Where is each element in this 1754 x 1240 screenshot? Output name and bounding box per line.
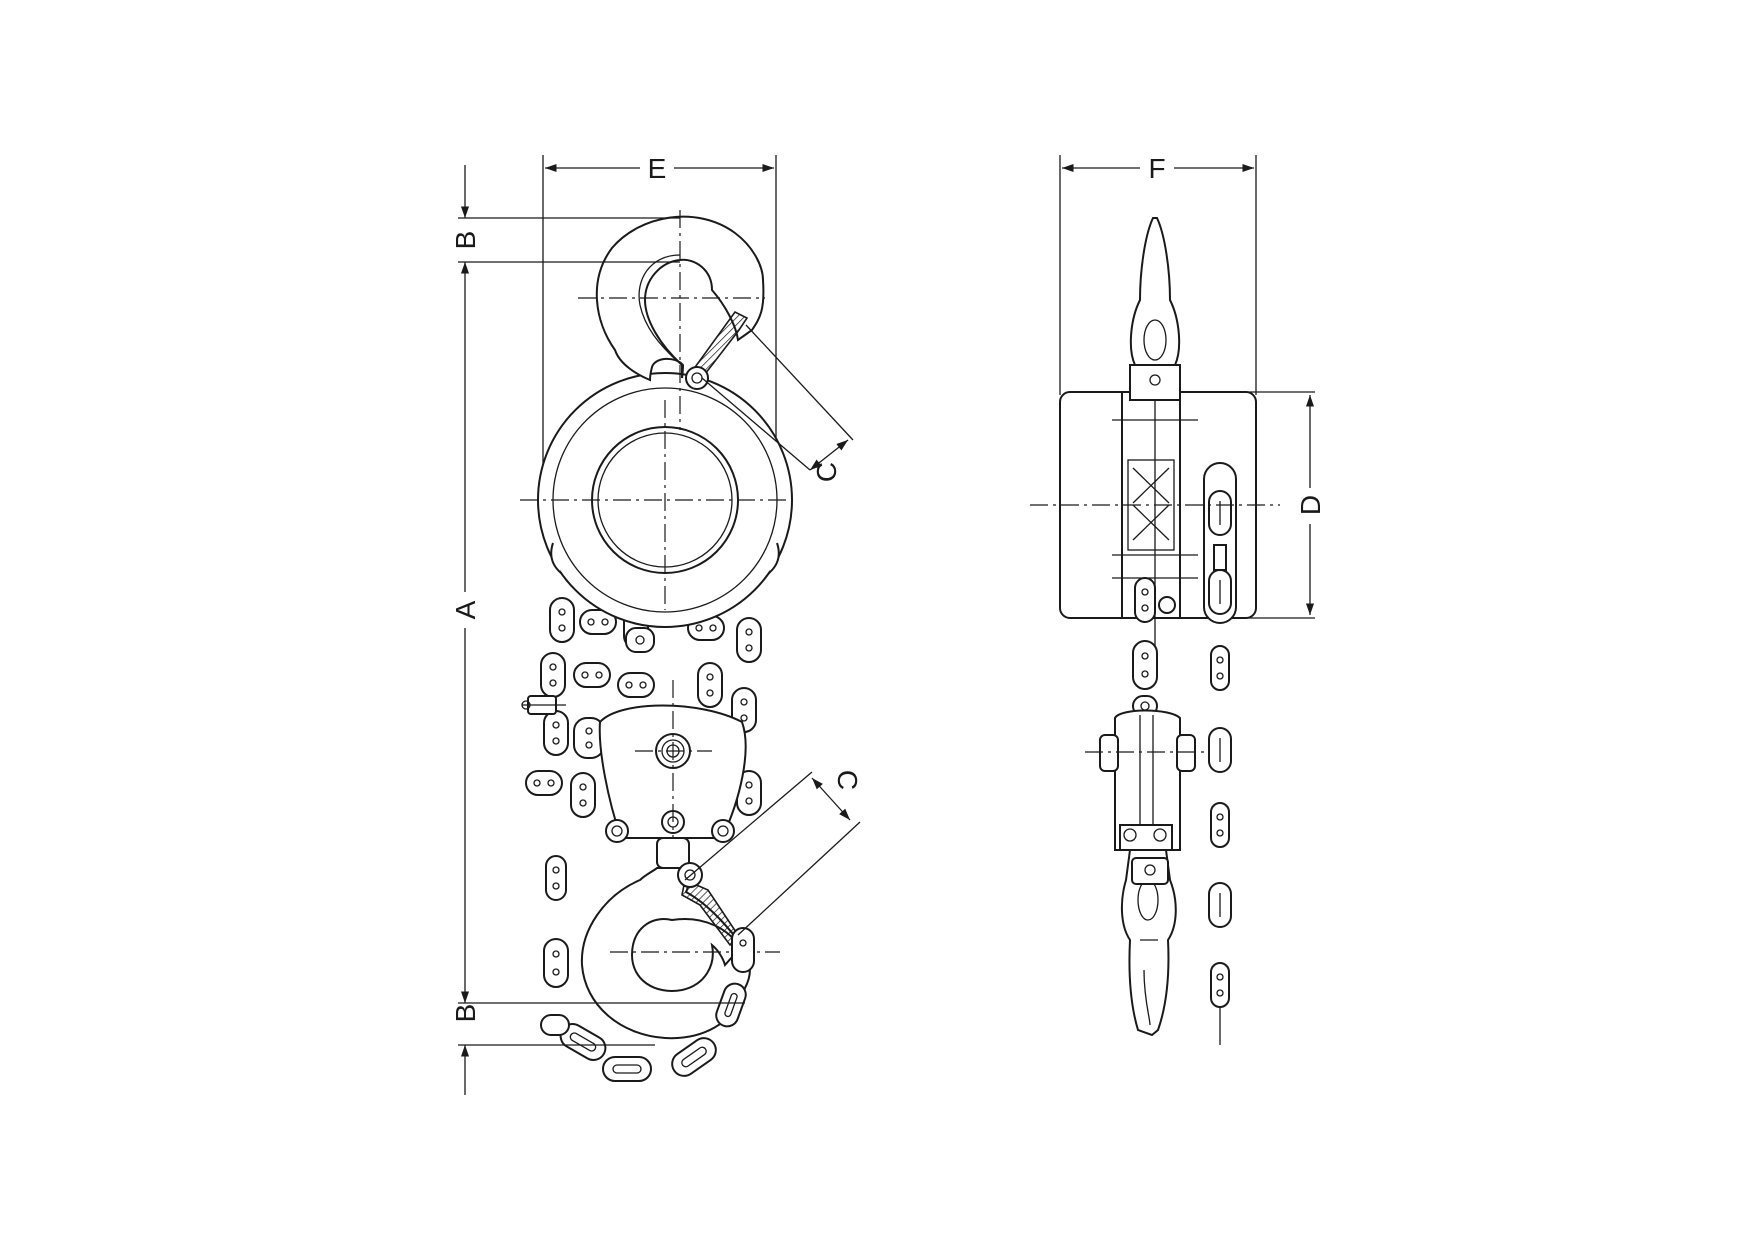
dimension-b-bottom: [458, 1044, 655, 1095]
hand-chain-side: [1203, 462, 1237, 1045]
dimension-c-top: [701, 324, 854, 471]
front-view: [458, 155, 861, 1095]
bottom-block-front: [598, 680, 747, 1040]
dimension-labels: E F A B B C C D: [448, 150, 1327, 1022]
side-view: [1030, 155, 1315, 1045]
top-hook-side: [1128, 217, 1182, 401]
dimension-c-bottom: [684, 771, 861, 936]
dimension-a: [458, 261, 745, 1004]
label-f: F: [1148, 153, 1165, 184]
label-a: A: [450, 600, 481, 619]
label-b-top: B: [450, 231, 481, 250]
label-e: E: [648, 153, 667, 184]
chain-guide-bolt: [521, 695, 566, 715]
label-c-bottom: C: [832, 770, 863, 790]
bottom-block-side: [1085, 709, 1205, 851]
load-chain-front: [540, 855, 755, 1082]
label-c-top: C: [811, 462, 842, 482]
label-d: D: [1295, 495, 1326, 515]
label-b-bottom: B: [450, 1004, 481, 1023]
dimension-b-top: [458, 165, 680, 219]
top-hook-front: [578, 210, 765, 430]
bottom-hook-side: [1120, 849, 1177, 1037]
